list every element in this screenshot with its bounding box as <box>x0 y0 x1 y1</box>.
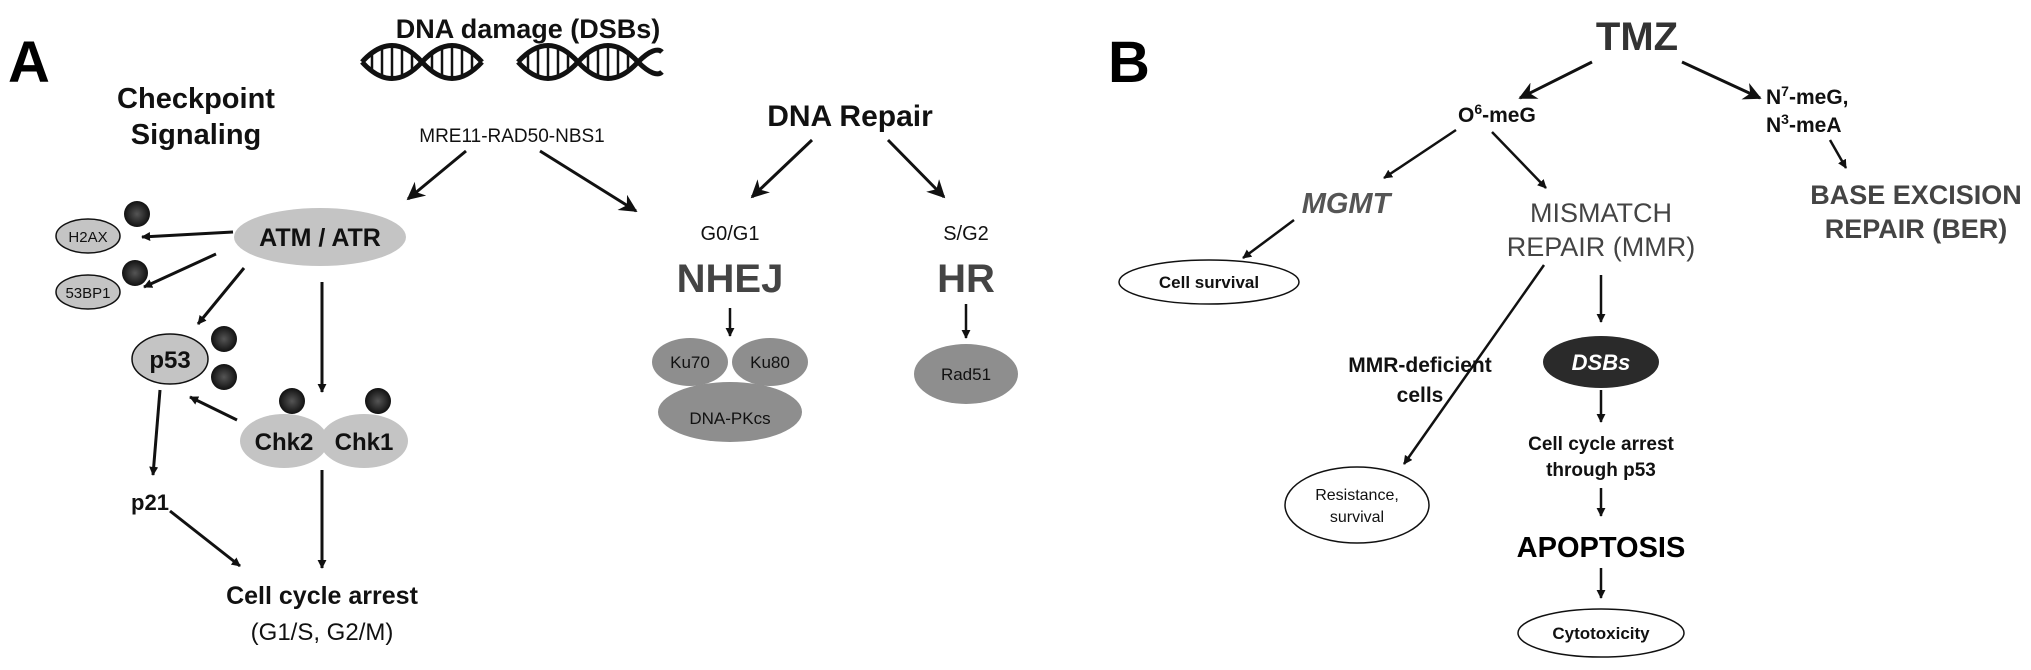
dna-damage-label: DNA damage (DSBs) <box>396 14 661 44</box>
dnapkcs-node <box>658 382 802 442</box>
checkpoint-label-1: Checkpoint <box>117 83 275 115</box>
arrow-atm-to-h2ax <box>141 230 234 242</box>
panel-a-letter: A <box>8 30 50 95</box>
arrow-tmz-to-n7 <box>1681 60 1762 100</box>
arrow-mrn-to-nhej <box>539 149 638 213</box>
g0g1-label: G0/G1 <box>701 223 760 245</box>
phospho-dot-icon <box>122 260 148 286</box>
arrow-mmr-to-resistance <box>1402 264 1546 465</box>
arrow-p53-to-p21 <box>149 389 162 476</box>
phospho-dot-icon <box>279 388 305 414</box>
h2ax-node <box>55 218 121 254</box>
53bp1-label: 53BP1 <box>65 285 110 302</box>
ber-label-1: BASE EXCISION <box>1810 180 2022 210</box>
ber-label-2: REPAIR (BER) <box>1825 214 2008 244</box>
atm-atr-label: ATM / ATR <box>259 224 381 252</box>
ku80-label: Ku80 <box>750 353 790 372</box>
chk1-node <box>320 414 408 468</box>
p53-label: p53 <box>149 347 190 374</box>
arrow-chk2-to-p53 <box>189 395 238 422</box>
cytotoxicity-label: Cytotoxicity <box>1552 624 1650 643</box>
arrow-atm-to-53bp1 <box>143 252 217 289</box>
p53-node <box>131 333 209 385</box>
ku70-label: Ku70 <box>670 353 710 372</box>
hr-label: HR <box>937 257 995 301</box>
arrest-p53-label-2: through p53 <box>1546 460 1656 481</box>
arrow-o6-to-mgmt <box>1383 128 1457 180</box>
arrow-tmz-to-o6 <box>1518 60 1593 100</box>
rad51-label: Rad51 <box>941 365 991 384</box>
mmr-deficient-label-1: MMR-deficient <box>1348 354 1492 377</box>
phospho-dot-icon <box>211 364 237 390</box>
53bp1-node <box>55 274 121 310</box>
o6-meg-label: O6-meG <box>1458 101 1536 127</box>
ku70-node <box>652 338 728 386</box>
arrow-n7-to-ber <box>1828 139 1848 169</box>
panel-b-letter: B <box>1108 30 1150 95</box>
n3-mea-label: N3-meA <box>1766 111 1841 137</box>
chk2-node <box>240 414 328 468</box>
arrow-repair-to-hr <box>886 138 946 199</box>
phospho-dot-icon <box>211 326 237 352</box>
mmr-label-1: MISMATCH <box>1530 198 1672 228</box>
mmr-label-2: REPAIR (MMR) <box>1507 232 1696 262</box>
ku80-node <box>732 338 808 386</box>
arrow-repair-to-nhej <box>750 138 814 199</box>
arrow-mgmt-to-survival <box>1242 218 1295 260</box>
resistance-label-2: survival <box>1330 509 1384 526</box>
p21-label: p21 <box>131 490 169 515</box>
apoptosis-label: APOPTOSIS <box>1517 532 1686 564</box>
atm-atr-node <box>234 208 406 266</box>
dna-helix-icon <box>516 43 664 81</box>
arrow-p21-to-arrest <box>169 509 241 568</box>
n7-meg-label: N7-meG, <box>1766 83 1848 109</box>
arrow-o6-to-mmr <box>1491 131 1547 189</box>
dna-helix-icon <box>360 43 484 81</box>
phospho-dot-icon <box>365 388 391 414</box>
tmz-label: TMZ <box>1596 15 1678 59</box>
h2ax-label: H2AX <box>68 229 107 246</box>
sg2-label: S/G2 <box>943 223 989 245</box>
dsbs-node <box>1543 336 1659 388</box>
dna-repair-label: DNA Repair <box>767 100 933 133</box>
mrn-complex-label: MRE11-RAD50-NBS1 <box>419 126 604 147</box>
mmr-deficient-label-2: cells <box>1397 384 1444 407</box>
arrow-mrn-to-atm <box>406 149 467 201</box>
nhej-label: NHEJ <box>677 257 784 301</box>
cell-cycle-arrest-label-1: Cell cycle arrest <box>226 582 418 610</box>
arrow-atm-to-p53 <box>196 267 246 325</box>
cytotoxicity-node <box>1517 608 1685 658</box>
checkpoint-label-2: Signaling <box>131 119 262 151</box>
cell-survival-node <box>1118 259 1300 305</box>
dsbs-label: DSBs <box>1572 350 1631 375</box>
chk2-label: Chk2 <box>255 429 314 456</box>
arrest-p53-label-1: Cell cycle arrest <box>1528 434 1674 455</box>
cell-survival-label: Cell survival <box>1159 273 1259 292</box>
resistance-node <box>1284 466 1430 544</box>
resistance-label-1: Resistance, <box>1315 487 1399 504</box>
dnapkcs-label: DNA-PKcs <box>689 409 770 428</box>
mgmt-label: MGMT <box>1302 188 1393 220</box>
phospho-dot-icon <box>124 201 150 227</box>
rad51-node <box>914 344 1018 404</box>
chk1-label: Chk1 <box>335 429 394 456</box>
cell-cycle-arrest-label-2: (G1/S, G2/M) <box>251 619 394 646</box>
